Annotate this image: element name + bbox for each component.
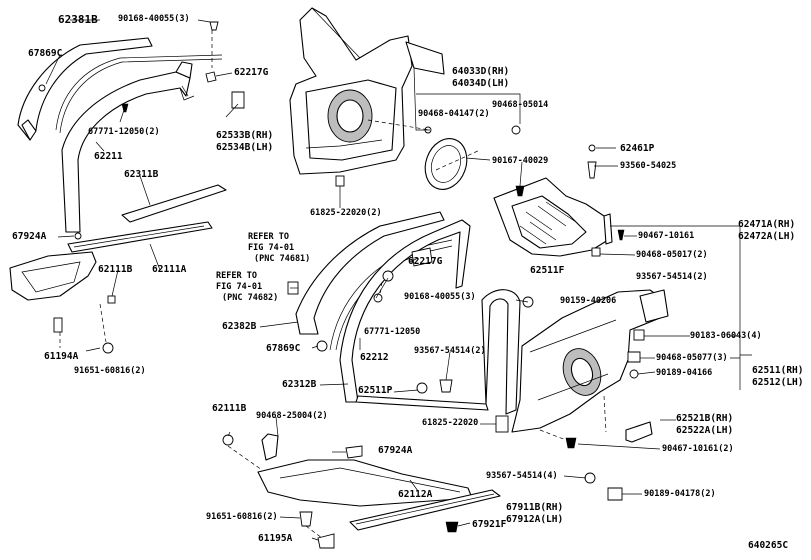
- label-67771-12050-b: 67771-12050: [364, 327, 421, 337]
- label-pnc-1: (PNC 74681): [254, 254, 311, 264]
- label-67869C-a: 67869C: [28, 48, 63, 59]
- label-61194A: 61194A: [44, 351, 79, 362]
- label-62211: 62211: [94, 151, 123, 162]
- label-62521B: 62521B(RH): [676, 413, 734, 424]
- leader-lines-center: [227, 257, 529, 541]
- label-62534B: 62534B(LH): [216, 142, 274, 153]
- label-90468-05014: 90468-05014: [492, 100, 549, 110]
- label-62471A: 62471A(RH): [738, 219, 796, 230]
- label-fig-1: FIG 74-01: [248, 243, 295, 253]
- label-90167-40029: 90167-40029: [492, 156, 549, 166]
- label-67869C-b: 67869C: [266, 343, 301, 354]
- label-91651-60816-a: 91651-60816(2): [74, 366, 146, 376]
- clips-front: [38, 21, 245, 354]
- label-62381B: 62381B: [58, 13, 98, 26]
- label-64033D: 64033D(RH): [452, 66, 510, 77]
- label-93567-54514-a: 93567-54514(2): [636, 272, 708, 282]
- label-93567-54514-b: 93567-54514(2): [414, 346, 486, 356]
- label-pnc-2: (PNC 74682): [222, 293, 279, 303]
- label-62312B: 62312B: [282, 379, 317, 390]
- scuff-plate-62311B-lower: [121, 184, 227, 223]
- label-67924A-a: 67924A: [12, 231, 47, 242]
- label-91651-60816-b: 91651-60816(2): [206, 512, 278, 522]
- weatherstrip-62211: [55, 54, 223, 134]
- label-90189-04166: 90189-04166: [656, 368, 713, 378]
- opening-trim-62311B: [61, 61, 195, 233]
- rear-quarter-trim-62511: [511, 289, 669, 433]
- label-refer-to-1: REFER TO: [248, 232, 289, 242]
- label-62112A: 62112A: [398, 489, 433, 500]
- trim-bracket-62521B: [625, 421, 653, 443]
- label-90467-10161-a: 90467-10161: [638, 231, 695, 241]
- label-62533B: 62533B(RH): [216, 130, 274, 141]
- label-67911B: 67911B(RH): [506, 502, 564, 513]
- label-90468-05077: 90468-05077(3): [656, 353, 728, 363]
- label-61195A: 61195A: [258, 533, 293, 544]
- label-62522A: 62522A(LH): [676, 425, 734, 436]
- clips-upper-right: [515, 144, 740, 257]
- label-90183-06043: 90183-06043(4): [690, 331, 762, 341]
- label-61825-22020-b: 61825-22020: [422, 418, 479, 428]
- label-64034D: 64034D(LH): [452, 78, 510, 89]
- label-62217G-b: 62217G: [408, 256, 443, 267]
- label-67912A: 67912A(LH): [506, 514, 564, 525]
- rear-door-scuff-67911B: [349, 489, 501, 531]
- label-62111B-b: 62111B: [212, 403, 247, 414]
- label-90189-04178: 90189-04178(2): [644, 489, 716, 499]
- label-67924A-b: 67924A: [378, 445, 413, 456]
- label-62382B: 62382B: [222, 321, 257, 332]
- rear-scuff-62112A: [257, 433, 473, 507]
- clips-upper-center: [335, 67, 521, 208]
- label-90159-40206: 90159-40206: [560, 296, 617, 306]
- label-90468-04147: 90468-04147(2): [418, 109, 490, 119]
- quarter-upper-trim-62471A: [493, 177, 613, 257]
- diagram-code: 640265C: [748, 540, 789, 551]
- rear-pillar-garnish-62382B: [295, 211, 445, 335]
- label-62217G-a: 62217G: [234, 67, 269, 78]
- label-90168-40055-a: 90168-40055(3): [118, 14, 190, 24]
- label-refer-to-2: REFER TO: [216, 271, 257, 281]
- cowl-side-trim-62111B: [9, 251, 97, 301]
- label-62461P: 62461P: [620, 143, 655, 154]
- label-90467-10161-b: 90467-10161(2): [662, 444, 734, 454]
- label-61825-22020-a: 61825-22020(2): [310, 208, 382, 218]
- label-93560-54025: 93560-54025: [620, 161, 677, 171]
- label-90468-05017: 90468-05017(2): [636, 250, 708, 260]
- label-67771-12050-a: 67771-12050(2): [88, 127, 160, 137]
- label-62472A: 62472A(LH): [738, 231, 796, 242]
- label-62512: 62512(LH): [752, 377, 804, 388]
- label-fig-2: FIG 74-01: [216, 282, 263, 292]
- label-90468-25004: 90468-25004(2): [256, 411, 328, 421]
- label-67921F: 67921F: [472, 519, 507, 530]
- label-93567-54514-c: 93567-54514(4): [486, 471, 558, 481]
- leader-lines-front: [45, 19, 239, 352]
- label-62511F: 62511F: [530, 265, 565, 276]
- speaker-grille-64033D: [424, 138, 468, 190]
- front-scuff-62111A: [67, 221, 213, 253]
- leader-lines-right: [730, 335, 740, 359]
- quarter-trim-64033D: [289, 7, 445, 175]
- label-62311B: 62311B: [124, 169, 159, 180]
- clips-right: [539, 226, 752, 501]
- label-90168-40055-b: 90168-40055(3): [404, 292, 476, 302]
- rear-opening-trim-62312B: [339, 219, 521, 415]
- label-62212: 62212: [360, 352, 389, 363]
- label-62511: 62511(RH): [752, 365, 804, 376]
- label-62111A: 62111A: [152, 264, 187, 275]
- label-62111B-a: 62111B: [98, 264, 133, 275]
- label-62511P: 62511P: [358, 385, 393, 396]
